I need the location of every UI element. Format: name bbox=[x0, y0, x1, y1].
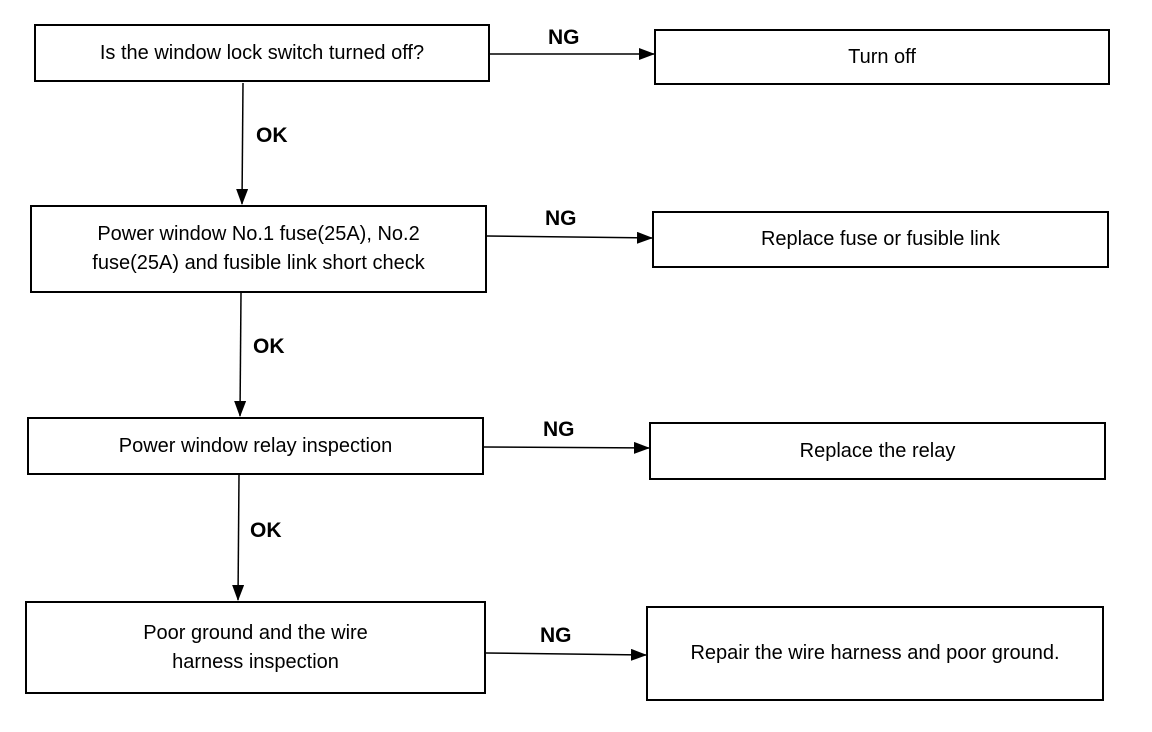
ng-label-3: NG bbox=[543, 418, 575, 441]
action-box-1: Turn off bbox=[654, 29, 1110, 85]
action-text-2: Replace fuse or fusible link bbox=[760, 228, 1000, 250]
ok-label-3: OK bbox=[250, 519, 282, 542]
ok-label-1: OK bbox=[256, 124, 288, 147]
ng-arrow-4 bbox=[485, 648, 647, 661]
action-text-3: Replace the relay bbox=[799, 439, 956, 462]
action-text-1: Turn off bbox=[848, 45, 916, 68]
check-text-3: Power window relay inspection bbox=[118, 434, 393, 457]
ok-label-2: OK bbox=[253, 335, 285, 358]
check-text-2: Power window No.1 fuse(25A), No.2 fuse(2… bbox=[92, 223, 425, 274]
action-box-4: Repair the wire harness and poor ground. bbox=[646, 606, 1104, 701]
ng-label-4: NG bbox=[540, 624, 572, 647]
check-box-3: Power window relay inspection bbox=[27, 417, 484, 475]
check-box-1: Is the window lock switch turned off? bbox=[34, 24, 490, 82]
action-box-3: Replace the relay bbox=[649, 422, 1106, 480]
ng-label-1: NG bbox=[548, 26, 580, 49]
ng-label-2: NG bbox=[545, 207, 577, 230]
check-text-1: Is the window lock switch turned off? bbox=[99, 41, 425, 64]
check-box-2: Power window No.1 fuse(25A), No.2 fuse(2… bbox=[30, 205, 487, 293]
ok-arrow-2 bbox=[234, 292, 247, 417]
ok-arrow-1 bbox=[236, 82, 249, 205]
ng-arrow-3 bbox=[483, 441, 650, 454]
ng-arrow-2 bbox=[486, 231, 653, 244]
check-box-4: Poor ground and the wire harness inspect… bbox=[25, 601, 486, 694]
ok-arrow-3 bbox=[232, 474, 245, 601]
action-text-4: Repair the wire harness and poor ground. bbox=[690, 642, 1060, 664]
check-text-4: Poor ground and the wire harness inspect… bbox=[143, 621, 368, 673]
action-box-2: Replace fuse or fusible link bbox=[652, 211, 1109, 268]
